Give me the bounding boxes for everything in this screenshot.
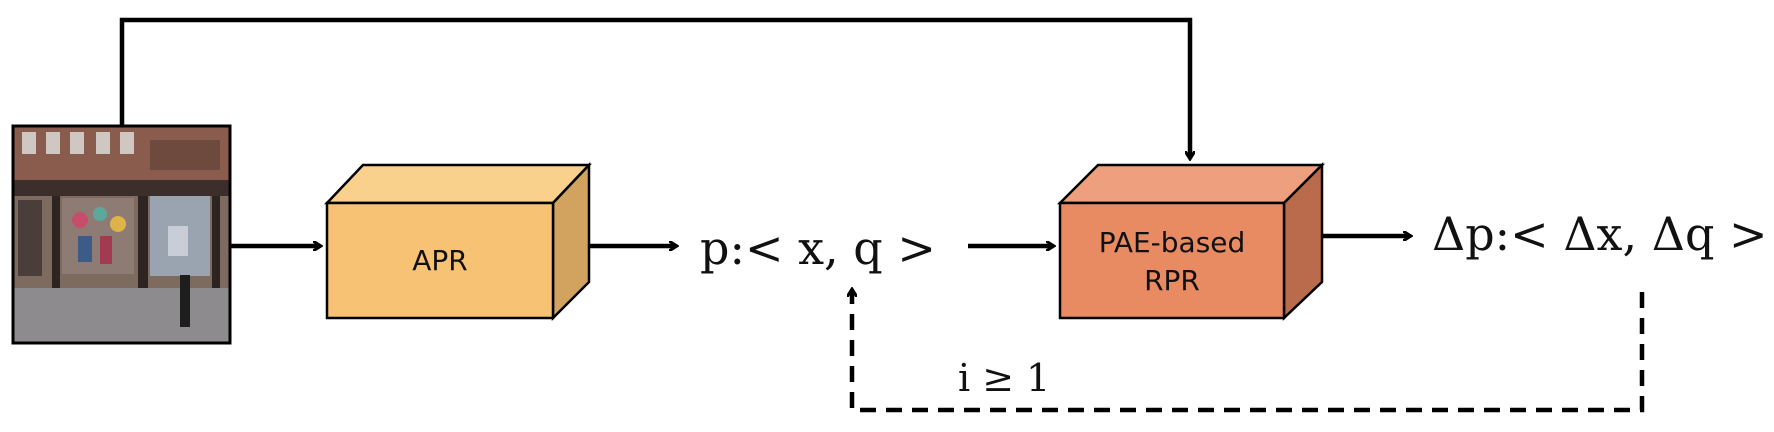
arrow-delta-pose-feedback	[852, 290, 1645, 413]
rpr-box: PAE-based RPR	[1056, 161, 1326, 321]
apr-box-front	[325, 201, 555, 320]
apr-box-top	[324, 163, 592, 205]
input-image	[11, 124, 232, 345]
delta-pose-label: Δp:< Δx, Δq >	[1432, 207, 1768, 261]
pose-label: p:< x, q >	[700, 221, 936, 275]
arrow-image-to-rpr	[119, 17, 1190, 158]
apr-label: APR	[412, 244, 468, 277]
rpr-label-line1: PAE-based	[1099, 226, 1246, 259]
iteration-label: i ≥ 1	[958, 356, 1050, 400]
rpr-box-front	[1058, 201, 1286, 320]
rpr-label-line2: RPR	[1144, 264, 1200, 297]
rpr-box-top	[1056, 163, 1326, 205]
apr-box: APR	[324, 161, 592, 322]
